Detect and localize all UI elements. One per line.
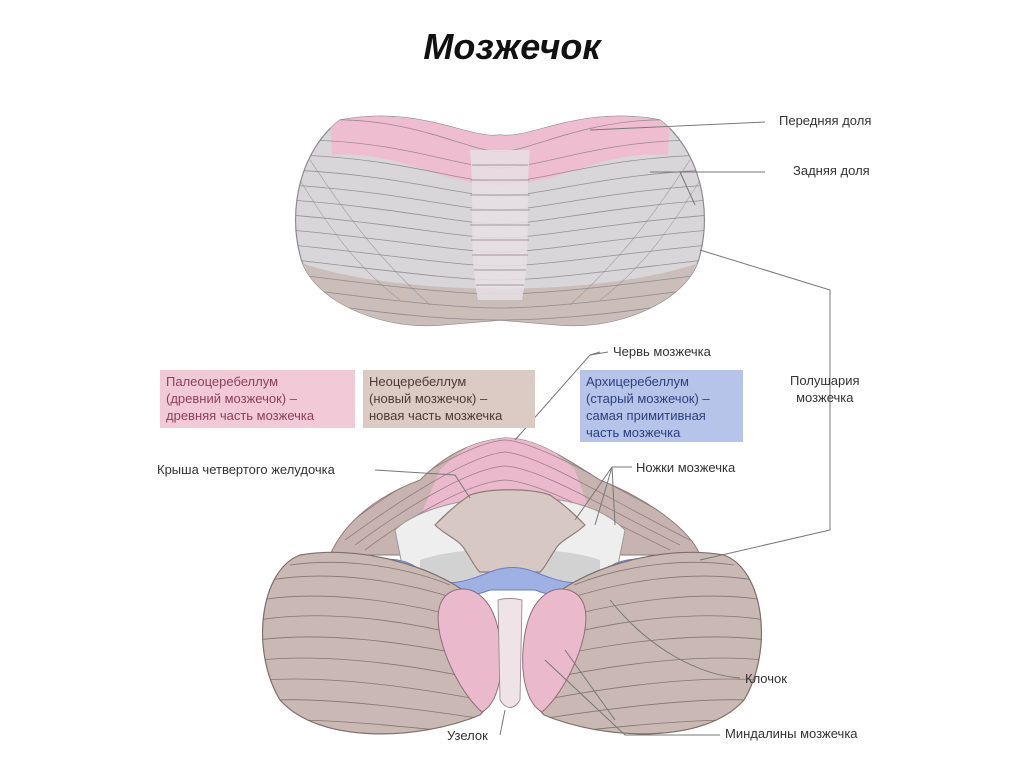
legend-archi-line-3: самая примитивная bbox=[586, 408, 706, 423]
legend-neocerebellum: Неоцеребеллум (новый мозжечок) – новая ч… bbox=[363, 370, 535, 428]
legend-archi-line-1: Архицеребеллум bbox=[586, 374, 689, 389]
legend-neo-line-1: Неоцеребеллум bbox=[369, 374, 467, 389]
label-vermis: Червь мозжечка bbox=[613, 344, 711, 359]
label-hemispheres-line-1: Полушария bbox=[790, 373, 860, 388]
legend-paleo-line-1: Палеоцеребеллум bbox=[166, 374, 279, 389]
bottom-view-cerebellum bbox=[262, 437, 762, 735]
label-posterior-lobe: Задняя доля bbox=[793, 163, 870, 178]
legend-paleo-line-3: древняя часть мозжечка bbox=[166, 408, 315, 423]
label-fourth-ventricle-roof: Крыша четвертого желудочка bbox=[157, 462, 335, 477]
label-flocculus: Клочок bbox=[745, 671, 787, 686]
legend-archi-line-2: (старый мозжечок) – bbox=[586, 391, 710, 406]
legend-archicerebellum: Архицеребеллум (старый мозжечок) – самая… bbox=[580, 370, 743, 442]
legend-neo-line-2: (новый мозжечок) – bbox=[369, 391, 488, 406]
left-tonsil bbox=[437, 588, 502, 713]
legend-archi-line-4: часть мозжечка bbox=[586, 425, 681, 440]
anterior-lobe-region bbox=[330, 116, 670, 185]
label-nodulus: Узелок bbox=[447, 728, 488, 743]
legend-paleocerebellum: Палеоцеребеллум (древний мозжечок) – дре… bbox=[160, 370, 355, 428]
right-tonsil bbox=[522, 588, 587, 713]
legend-neo-line-3: новая часть мозжечка bbox=[369, 408, 503, 423]
label-tonsils: Миндалины мозжечка bbox=[725, 726, 858, 741]
label-peduncles: Ножки мозжечка bbox=[636, 460, 736, 475]
legend-paleo-line-2: (древний мозжечок) – bbox=[166, 391, 297, 406]
label-hemispheres: Полушария мозжечка bbox=[790, 372, 860, 406]
label-hemispheres-line-2: мозжечка bbox=[796, 390, 854, 405]
top-view-cerebellum bbox=[294, 115, 706, 327]
brainstem-cut bbox=[434, 489, 586, 573]
label-anterior-lobe: Передняя доля bbox=[779, 113, 872, 128]
leader-lines bbox=[374, 121, 831, 736]
nodulus bbox=[497, 598, 523, 708]
slide-title: Мозжечок bbox=[423, 26, 601, 67]
